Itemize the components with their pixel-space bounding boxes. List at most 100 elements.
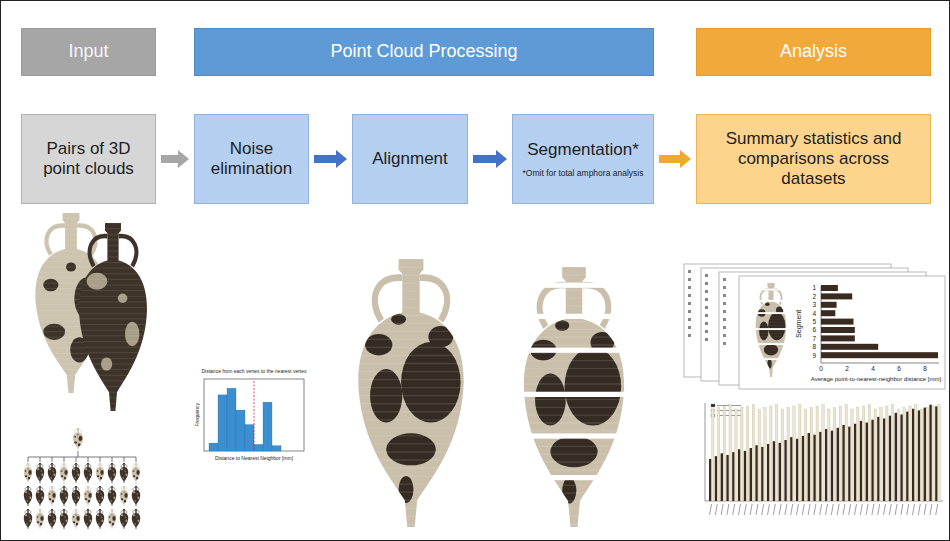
- scan-texture: [83, 522, 93, 523]
- scan-texture: [95, 496, 105, 497]
- scan-texture: [47, 468, 57, 469]
- scan-texture: [119, 515, 129, 516]
- scan-texture: [131, 499, 141, 500]
- scan-texture: [515, 274, 633, 275]
- scan-texture: [35, 520, 45, 521]
- scan-texture: [59, 510, 69, 511]
- surface-patch: [90, 520, 92, 523]
- scan-texture: [95, 516, 105, 517]
- scan-texture: [83, 479, 93, 480]
- scan-texture: [47, 489, 57, 490]
- scan-texture: [59, 470, 69, 471]
- scan-texture: [349, 467, 473, 468]
- scan-texture: [71, 522, 81, 523]
- scan-texture: [515, 266, 633, 267]
- light-bar: [804, 409, 806, 501]
- light-bar: [781, 409, 783, 501]
- scan-texture: [753, 322, 789, 323]
- scan-texture: [131, 518, 141, 519]
- scan-texture: [107, 511, 117, 512]
- scan-texture: [349, 379, 473, 380]
- scan-texture: [131, 479, 141, 480]
- scan-texture: [47, 478, 57, 479]
- scan-texture: [95, 510, 105, 511]
- scan-texture: [47, 511, 57, 512]
- scan-texture: [107, 477, 117, 478]
- scan-texture: [83, 493, 93, 494]
- scan-texture: [107, 509, 117, 510]
- scan-texture: [131, 525, 141, 526]
- scan-texture: [72, 447, 84, 448]
- segment-bar: [821, 335, 855, 341]
- scan-texture: [73, 358, 153, 359]
- scan-texture: [119, 474, 129, 475]
- scan-texture: [83, 511, 93, 512]
- scan-texture: [83, 495, 93, 496]
- scan-texture: [119, 527, 129, 528]
- scan-texture: [119, 521, 129, 522]
- amphora-texture: [131, 463, 141, 483]
- scan-texture: [131, 466, 141, 467]
- scan-texture: [47, 513, 57, 514]
- scan-texture: [47, 527, 57, 528]
- scan-texture: [71, 482, 81, 483]
- amphora-icon: [107, 463, 117, 483]
- tree-line: [100, 457, 101, 462]
- scan-texture: [83, 501, 93, 502]
- scan-texture: [119, 522, 129, 523]
- scan-texture: [59, 477, 69, 478]
- scan-texture: [71, 498, 81, 499]
- scan-texture: [59, 521, 69, 522]
- amphora-scan: [73, 223, 153, 411]
- scan-texture: [35, 502, 45, 503]
- scan-texture: [71, 478, 81, 479]
- scan-texture: [73, 228, 153, 229]
- scan-texture: [119, 522, 129, 523]
- scan-texture: [29, 256, 113, 257]
- scan-texture: [83, 517, 93, 518]
- tick-text-mark: [820, 504, 822, 515]
- dark-bar: [889, 416, 891, 501]
- scan-texture: [59, 495, 69, 496]
- box-label: Noise elimination: [203, 139, 300, 179]
- scan-texture: [47, 475, 57, 476]
- scan-texture: [23, 522, 33, 523]
- scan-texture: [131, 487, 141, 488]
- dark-bar: [906, 412, 908, 501]
- histogram-bar: [218, 395, 227, 451]
- segment-bar: [821, 319, 854, 325]
- dark-bar: [813, 435, 815, 501]
- tick-label: 2: [812, 293, 816, 300]
- scan-texture: [753, 350, 789, 351]
- scan-texture: [83, 527, 93, 528]
- amphora-icon: [35, 509, 45, 529]
- scan-texture: [47, 524, 57, 525]
- tick-label: 0: [819, 365, 823, 372]
- scan-texture: [23, 518, 33, 519]
- scan-texture: [73, 409, 153, 410]
- scan-texture: [71, 470, 81, 471]
- scan-texture: [131, 498, 141, 499]
- scan-texture: [71, 481, 81, 482]
- scan-texture: [71, 482, 81, 483]
- scan-texture: [83, 527, 93, 528]
- scan-texture: [35, 470, 45, 471]
- scan-texture: [95, 515, 105, 516]
- scan-texture: [83, 515, 93, 516]
- scan-texture: [131, 509, 141, 510]
- scan-texture: [83, 467, 93, 468]
- histogram-text: Distance to Nearest Neighbor [mm]: [215, 456, 293, 462]
- scan-texture: [35, 465, 45, 466]
- scan-texture: [59, 505, 69, 506]
- scan-texture: [131, 527, 141, 528]
- scan-texture: [71, 500, 81, 501]
- scan-texture: [131, 474, 141, 475]
- scan-texture: [95, 499, 105, 500]
- scan-texture: [47, 476, 57, 477]
- light-bar: [938, 405, 940, 502]
- dark-bar: [883, 419, 885, 502]
- amphora-body: [72, 463, 80, 483]
- scan-texture: [23, 509, 33, 510]
- scan-texture: [95, 476, 105, 477]
